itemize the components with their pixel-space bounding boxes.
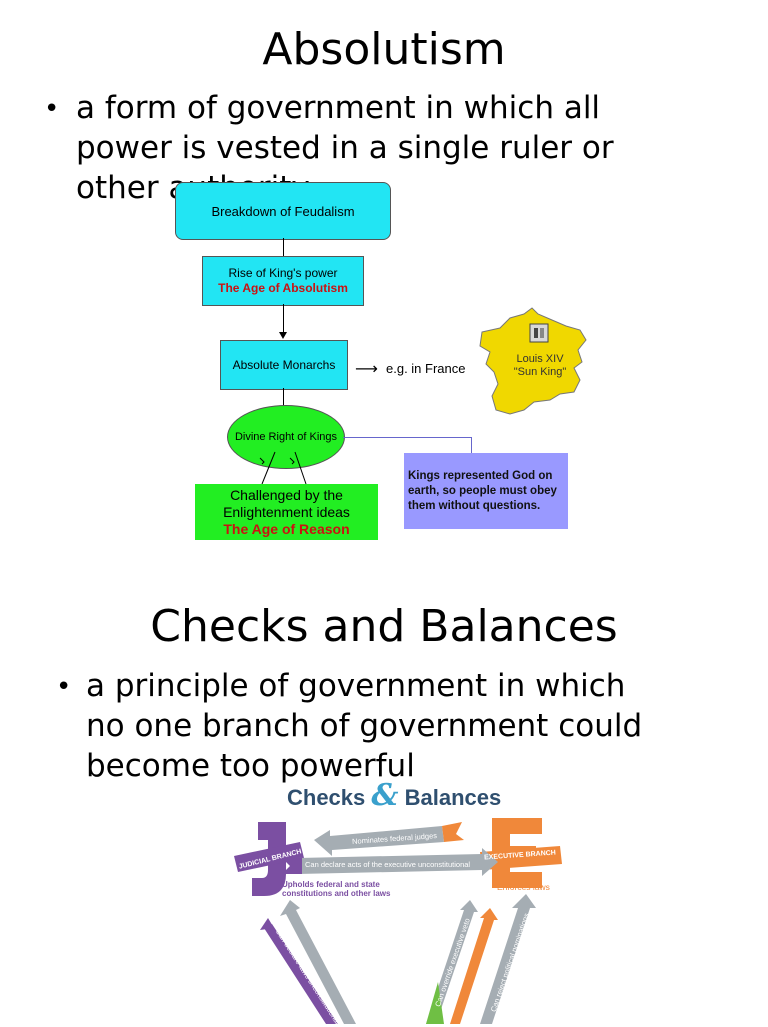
checks-balances-title: Checks and Balances (150, 601, 618, 652)
veto-laws-arrow-icon (450, 908, 498, 1024)
absolute-monarchs-label: Absolute Monarchs (232, 357, 336, 372)
challenged-label: Enlightenment ideas (223, 503, 350, 520)
nominates-arrow-tail-icon (442, 822, 464, 842)
upholds-label: Upholds federal and state constitutions … (282, 880, 391, 898)
checks-balances-diagram (234, 818, 562, 1024)
definition-line: become too powerful (86, 748, 415, 784)
connector-line (283, 238, 284, 256)
note-connector-line (471, 437, 472, 453)
rise-kings-power-box: Rise of King's power The Age of Absoluti… (202, 256, 364, 306)
definition-line: a principle of government in which (86, 668, 626, 704)
kings-note-text: Kings represented God on earth, so peopl… (408, 469, 557, 512)
graphic-title-amp: & (371, 778, 399, 813)
definition-line: a form of government in which all (76, 90, 601, 126)
challenge-arrows-icon (259, 451, 307, 485)
arrowhead-icon (279, 332, 287, 339)
approve-reject-arrow-icon (280, 900, 356, 1024)
declare-exec-label: Can declare acts of the executive uncons… (305, 860, 471, 869)
enforces-label: Enforces laws (497, 882, 550, 892)
executive-banner-icon (480, 846, 562, 870)
france-label-line: "Sun King" (513, 366, 567, 378)
absolute-monarchs-box: Absolute Monarchs (220, 340, 348, 390)
checks-balances-graphic-title: Checks & Balances (287, 778, 501, 813)
reject-nominations-arrow-icon (480, 894, 536, 1024)
absolutism-definition: a form of government in which all power … (76, 88, 614, 208)
graphic-title-checks: Checks (287, 785, 366, 810)
france-map-icon (479, 307, 587, 415)
challenged-enlightenment-box: Challenged by the Enlightenment ideas Th… (195, 484, 378, 540)
france-label-line: Louis XIV (516, 353, 564, 365)
breakdown-feudalism-box: Breakdown of Feudalism (175, 182, 391, 240)
divine-right-label: Divine Right of Kings (234, 430, 338, 443)
judicial-banner-icon (234, 842, 304, 872)
nominates-arrow-icon (314, 826, 444, 856)
louis-xiv-label: Louis XIV "Sun King" (500, 353, 580, 379)
definition-line: no one branch of government could (86, 708, 643, 744)
graphic-title-balances: Balances (404, 785, 502, 810)
connector-line (283, 304, 284, 336)
rise-kings-power-label: Rise of King's power (228, 266, 338, 280)
bullet-dot: • (56, 672, 72, 702)
definition-line: power is vested in a single ruler or (76, 130, 614, 166)
legislative-arrow-icon (426, 982, 444, 1024)
checks-balances-definition: a principle of government in which no on… (86, 666, 642, 786)
declare-exec-arrow-tail-icon (282, 858, 302, 874)
divine-right-ellipse: Divine Right of Kings (227, 405, 345, 469)
note-connector-line (343, 437, 472, 438)
right-arrow-icon: ⟶ (355, 359, 378, 378)
breakdown-feudalism-label: Breakdown of Feudalism (211, 203, 355, 219)
age-of-reason-label: The Age of Reason (223, 520, 350, 537)
age-of-absolutism-label: The Age of Absolutism (218, 281, 348, 295)
challenged-label: Challenged by the (230, 486, 343, 503)
absolutism-title: Absolutism (262, 24, 506, 75)
bullet-dot: • (44, 94, 60, 124)
declare-exec-arrow-icon (298, 848, 498, 876)
example-france-label: e.g. in France (386, 361, 466, 376)
kings-represented-god-note: Kings represented God on earth, so peopl… (404, 453, 568, 529)
declare-laws-arrow-icon (264, 924, 338, 1024)
connector-line (283, 388, 284, 406)
